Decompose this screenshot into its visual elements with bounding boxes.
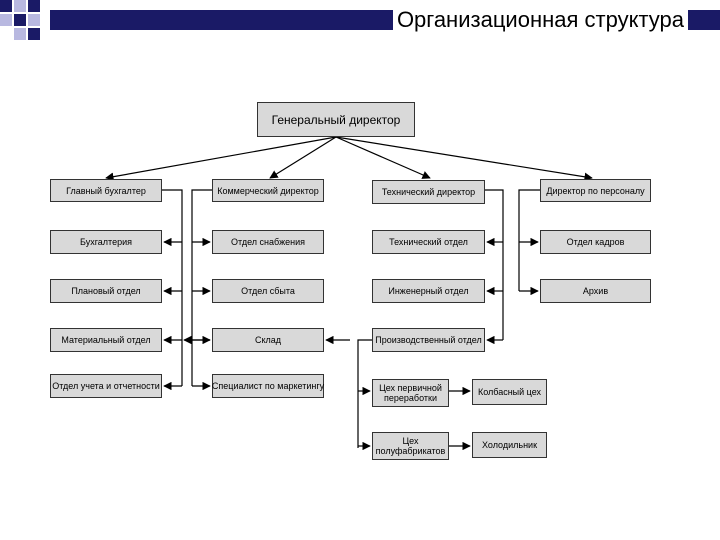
semi-finished-box: Цех полуфабрикатов bbox=[372, 432, 449, 460]
decoration-square bbox=[14, 14, 26, 26]
decoration-square bbox=[28, 28, 40, 40]
hr-dept-box: Отдел кадров bbox=[540, 230, 651, 254]
supply-dept-box: Отдел снабжения bbox=[212, 230, 324, 254]
reporting-dept-box: Отдел учета и отчетности bbox=[50, 374, 162, 398]
engineering-dept-box: Инженерный отдел bbox=[372, 279, 485, 303]
production-dept-box: Производственный отдел bbox=[372, 328, 485, 352]
semi-finished-line1: Цех bbox=[402, 436, 419, 446]
material-dept-box: Материальный отдел bbox=[50, 328, 162, 352]
decoration-square bbox=[28, 14, 40, 26]
primary-processing-box: Цех первичной переработки bbox=[372, 379, 449, 407]
refrigerator-box: Холодильник bbox=[472, 432, 547, 458]
ceo-box: Генеральный директор bbox=[257, 102, 415, 137]
planning-dept-box: Плановый отдел bbox=[50, 279, 162, 303]
decoration-square bbox=[14, 28, 26, 40]
primary-processing-line2: переработки bbox=[384, 393, 437, 403]
commercial-director-box: Коммерческий директор bbox=[212, 179, 324, 202]
archive-box: Архив bbox=[540, 279, 651, 303]
chief-accountant-box: Главный бухгалтер bbox=[50, 179, 162, 202]
marketing-specialist-box: Специалист по маркетингу bbox=[212, 374, 324, 398]
semi-finished-line2: полуфабрикатов bbox=[375, 446, 446, 456]
sales-dept-box: Отдел сбыта bbox=[212, 279, 324, 303]
decoration-square bbox=[14, 0, 26, 12]
decoration-square bbox=[0, 0, 12, 12]
sausage-workshop-box: Колбасный цех bbox=[472, 379, 547, 405]
warehouse-box: Склад bbox=[212, 328, 324, 352]
technical-director-box: Технический директор bbox=[372, 180, 485, 204]
technical-dept-box: Технический отдел bbox=[372, 230, 485, 254]
accounting-box: Бухгалтерия bbox=[50, 230, 162, 254]
page-title: Организационная структура bbox=[392, 6, 688, 34]
decoration-square bbox=[0, 14, 12, 26]
decoration-square bbox=[28, 0, 40, 12]
hr-director-box: Директор по персоналу bbox=[540, 179, 651, 202]
primary-processing-line1: Цех первичной bbox=[379, 383, 442, 393]
